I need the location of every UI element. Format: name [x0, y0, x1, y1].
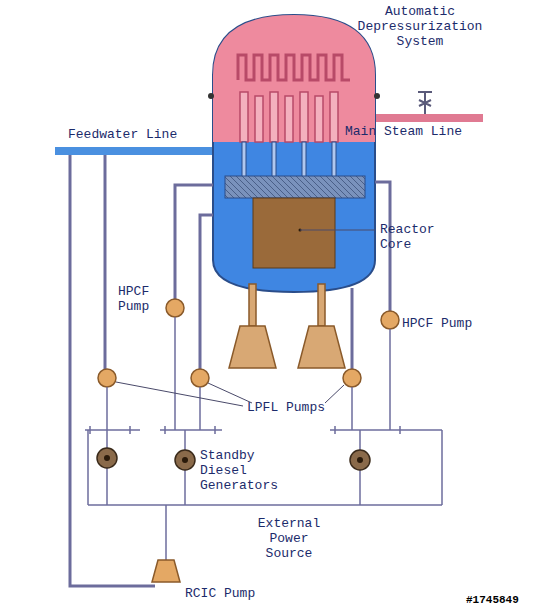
generator-label: Standby Diesel Generators — [200, 448, 292, 493]
core-top-guide — [225, 176, 365, 198]
reactor-core — [253, 198, 335, 268]
core-label: Reactor Core — [380, 222, 442, 252]
pipe-label: Feedwater Line — [68, 127, 177, 142]
vessel-flange — [374, 93, 380, 99]
pipe-label: Main Steam Line — [345, 124, 462, 139]
leader-lines — [116, 230, 375, 406]
pump-label: LPFL Pumps — [247, 400, 325, 415]
ads-valve — [418, 92, 432, 114]
feedwater-pipe — [55, 147, 215, 155]
pump-label: HPCF Pump — [402, 316, 472, 331]
standpipes — [242, 142, 336, 180]
system-label: Automatic Depressurization System — [345, 4, 495, 49]
main-steam-pipe — [373, 114, 483, 122]
steam-dome — [210, 10, 380, 142]
power-label: External Power Source — [244, 516, 334, 561]
rcic-pump — [152, 560, 180, 582]
eccs-pipes — [70, 155, 390, 586]
internal-pumps — [229, 284, 345, 368]
steam-separators — [240, 92, 338, 142]
pump-label: RCIC Pump — [185, 586, 255, 601]
pump-label: HPCF Pump — [118, 284, 160, 314]
vessel-flange — [208, 93, 214, 99]
steam-dryer — [238, 55, 350, 80]
watermark: #1745849 — [466, 593, 519, 608]
electrical-buses — [85, 317, 442, 560]
